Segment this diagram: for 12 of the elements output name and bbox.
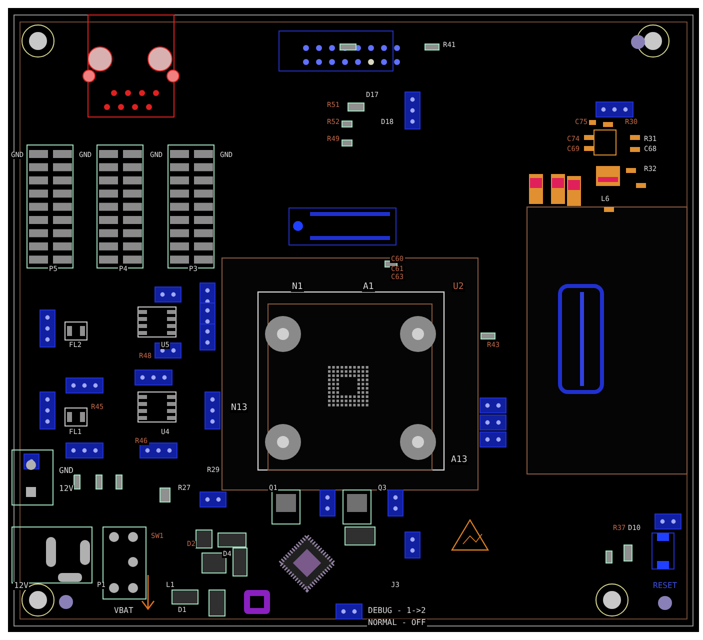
pin-label: GND [58,467,74,475]
reference-designator: N1 [291,283,304,292]
reference-designator: A1 [362,283,375,292]
reference-designator: A13 [450,456,468,465]
pin-label: VBAT [113,607,134,615]
reference-designator: N13 [230,404,248,413]
jumper-note: DEBUG - 1->2 [367,607,427,615]
reference-designator: U2 [452,283,465,292]
pin-label: 12V [13,582,30,590]
button-label: RESET [652,582,678,590]
jumper-note: NORMAL - OFF [367,619,427,627]
pin-label: 12V [58,485,74,493]
